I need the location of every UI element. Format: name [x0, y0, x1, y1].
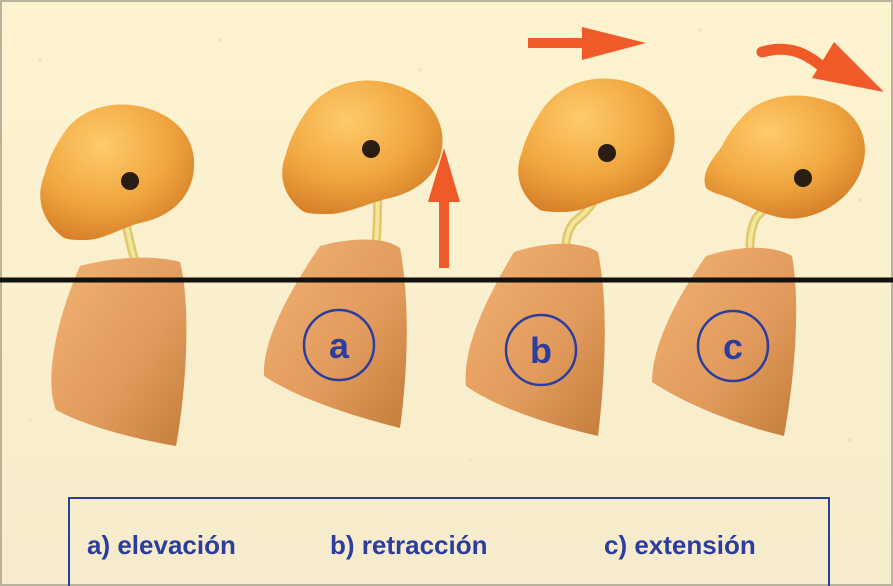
pivot-dot-a: [362, 140, 380, 158]
pivot-dot-c: [794, 169, 812, 187]
caption-extension: c) extensión: [604, 530, 756, 561]
figure-label-c: c: [723, 326, 743, 367]
figure-label-b: b: [530, 330, 552, 371]
pivot-dot-b: [598, 144, 616, 162]
figure-label-a: a: [329, 325, 350, 366]
pivot-dot-1: [121, 172, 139, 190]
caption-elevacion: a) elevación: [87, 530, 236, 561]
caption-retraccion: b) retracción: [330, 530, 488, 561]
